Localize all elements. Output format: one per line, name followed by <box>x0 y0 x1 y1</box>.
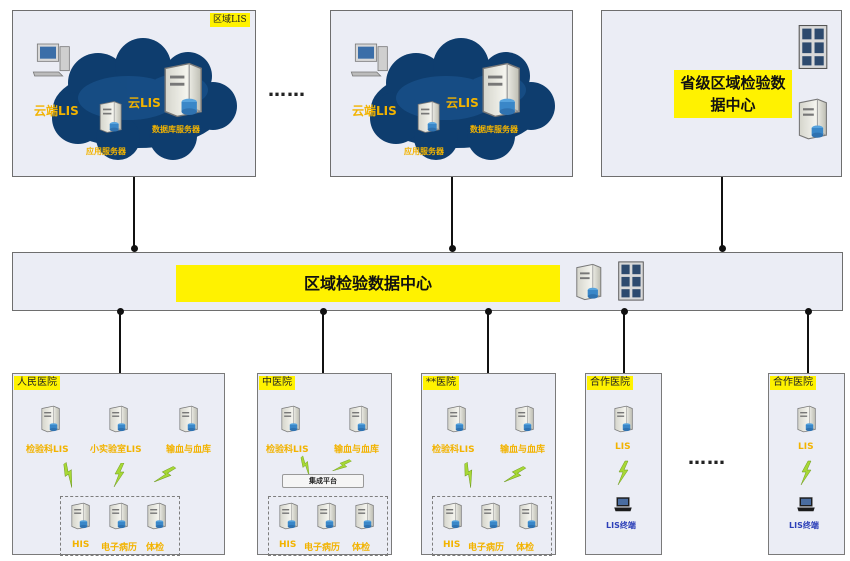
hospital-system-group <box>268 496 388 556</box>
connector-line <box>623 311 625 373</box>
hospital-system-label: 检验科LIS <box>26 445 69 455</box>
server-icon <box>572 261 604 303</box>
server-icon <box>352 502 376 530</box>
hospital-system-label: 电子病历 <box>304 543 341 553</box>
cloud-client-label: 云端LIS <box>352 104 397 118</box>
server-icon <box>314 502 338 530</box>
top-ellipsis: …… <box>268 80 306 101</box>
hospital-system-label: 输血与血库 <box>334 445 380 455</box>
server-rack-icon <box>616 260 646 302</box>
server-icon <box>440 502 464 530</box>
connector-dot <box>805 308 812 315</box>
server-icon <box>96 100 124 134</box>
server-icon <box>611 405 635 433</box>
server-icon <box>144 502 168 530</box>
province-center-label: 省级区域检验数据中心 <box>674 70 792 118</box>
server-icon <box>414 100 442 134</box>
connector-dot <box>621 308 628 315</box>
hospital-tag: 合作医院 <box>770 376 816 390</box>
server-icon <box>478 502 502 530</box>
hospital-system-label: LIS <box>615 442 631 452</box>
bottom-ellipsis: …… <box>688 448 726 469</box>
db-server-label: 数据库服务器 <box>470 125 518 134</box>
lis-terminal-label: LIS终端 <box>606 521 636 530</box>
server-icon <box>512 405 536 433</box>
connector-line <box>322 311 324 373</box>
connector-dot <box>719 245 726 252</box>
app-server-label: 应用服务器 <box>86 147 126 156</box>
lis-terminal-label: LIS终端 <box>789 521 819 530</box>
connector-line <box>119 311 121 373</box>
server-icon <box>276 502 300 530</box>
lightning-icon <box>799 460 813 486</box>
connector-line <box>451 177 453 250</box>
server-icon <box>794 96 830 142</box>
hospital-system-label: 电子病历 <box>468 543 505 553</box>
server-icon <box>38 405 62 433</box>
connector-dot <box>449 245 456 252</box>
server-icon <box>444 405 468 433</box>
laptop-icon <box>613 496 633 514</box>
hospital-system-label: 体检 <box>146 543 165 553</box>
connector-dot <box>320 308 327 315</box>
computer-icon <box>350 42 390 78</box>
server-icon <box>476 60 524 120</box>
lightning-icon <box>112 463 126 487</box>
server-icon <box>516 502 540 530</box>
db-server-label: 数据库服务器 <box>152 125 200 134</box>
hospital-system-label: 检验科LIS <box>266 445 309 455</box>
hospital-system-label: 小实验室LIS <box>90 445 142 455</box>
connector-line <box>133 177 135 250</box>
lightning-icon <box>616 460 630 486</box>
server-icon <box>176 405 200 433</box>
connector-dot <box>485 308 492 315</box>
hospital-system-group <box>432 496 552 556</box>
server-icon <box>106 405 130 433</box>
server-icon <box>278 405 302 433</box>
server-icon <box>68 502 92 530</box>
server-icon <box>106 502 130 530</box>
integration-platform-box: 集成平台 <box>282 474 364 488</box>
hospital-system-label: 输血与血库 <box>500 445 546 455</box>
hospital-system-label: 体检 <box>516 543 535 553</box>
connector-dot <box>131 245 138 252</box>
cloud-client-label: 云端LIS <box>34 104 79 118</box>
hospital-tag: 人民医院 <box>14 376 60 390</box>
hospital-system-label: HIS <box>72 540 90 550</box>
app-server-label: 应用服务器 <box>404 147 444 156</box>
hospital-system-label: HIS <box>443 540 461 550</box>
cloud-lis-label: 云LIS <box>446 96 479 110</box>
hospital-tag: **医院 <box>423 376 459 390</box>
regional-lis-tag: 区域LIS <box>210 13 250 27</box>
hospital-system-label: 电子病历 <box>101 543 138 553</box>
connector-line <box>807 311 809 373</box>
server-rack-icon <box>796 24 830 70</box>
integration-platform-label: 集成平台 <box>309 477 337 485</box>
connector-line <box>487 311 489 373</box>
hospital-system-label: 检验科LIS <box>432 445 475 455</box>
connector-line <box>721 177 723 250</box>
hospital-system-label: HIS <box>279 540 297 550</box>
connector-dot <box>117 308 124 315</box>
cloud-lis-label: 云LIS <box>128 96 161 110</box>
hospital-tag: 中医院 <box>259 376 295 390</box>
computer-icon <box>32 42 72 78</box>
laptop-icon <box>796 496 816 514</box>
hospital-system-label: 体检 <box>352 543 371 553</box>
server-icon <box>346 405 370 433</box>
hospital-tag: 合作医院 <box>587 376 633 390</box>
server-icon <box>158 60 206 120</box>
hospital-system-label: LIS <box>798 442 814 452</box>
regional-center-label: 区域检验数据中心 <box>176 265 560 302</box>
server-icon <box>794 405 818 433</box>
hospital-system-label: 输血与血库 <box>166 445 212 455</box>
hospital-system-group <box>60 496 180 556</box>
